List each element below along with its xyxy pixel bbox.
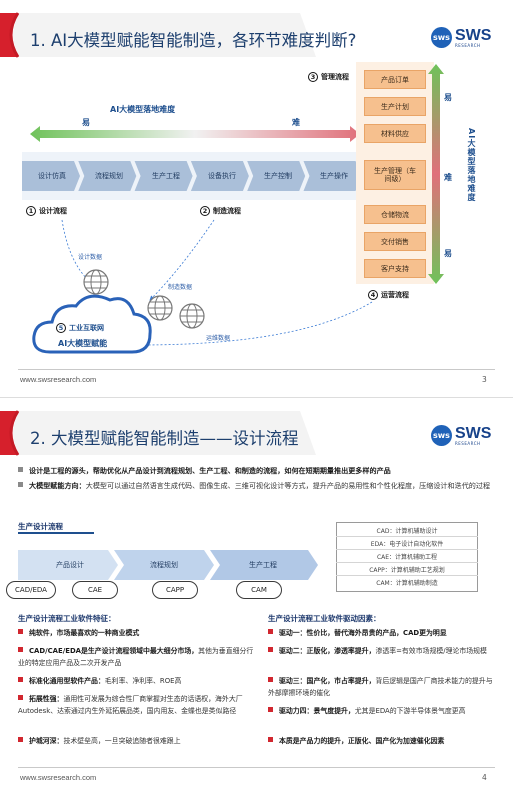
glossary-eda: EDA：电子设计自动化软件 [336, 537, 478, 550]
easy-label: 易 [82, 118, 90, 127]
stage-product-design: 产品设计 [56, 560, 84, 569]
design-data-label: 设计数据 [78, 254, 103, 261]
flow-title-underline [18, 532, 94, 534]
footer-divider [18, 767, 495, 768]
glossary-box [336, 522, 478, 592]
hard-label: 难 [292, 118, 300, 127]
vertical-difficulty-title: AI大模型落地难度 [467, 128, 476, 203]
slide-title: 1. AI大模型赋能智能制造，各环节难度判断? [30, 31, 357, 50]
v-easy-top-label: 易 [444, 93, 452, 102]
difficulty-gradient-arrow [30, 126, 360, 142]
mgmt-delivery-sales: 交付销售 [364, 232, 426, 251]
stage-equipment-execution: 设备执行 [208, 171, 236, 180]
stage-production-engineering: 生产工程 [249, 560, 277, 569]
page-number: 3 [482, 375, 487, 384]
glossary-cad: CAD：计算机辅助设计 [336, 524, 478, 537]
globe-icon [179, 303, 205, 329]
globe-icon [147, 295, 173, 321]
glossary-capp: CAPP：计算机辅助工艺规划 [336, 563, 478, 576]
right-item-1: 驱动一：性价比，替代海外昂贵的产品，CAD更为明显 [268, 628, 494, 640]
process-chevron [78, 161, 137, 191]
number-4-icon: 4 [368, 290, 378, 300]
vertical-difficulty-arrow [428, 64, 444, 284]
tool-cae: CAE [72, 581, 118, 599]
footer-divider [18, 369, 495, 370]
cloud-icon [32, 294, 152, 354]
process-chevron [134, 161, 193, 191]
left-item-3: 标准化通用型软件产品：毛利率、净利率、ROE高 [18, 676, 254, 688]
bullet-2: 大模型赋能方向：大模型可以通过自然语言生成代码、图像生成、三维可视化设计等方式，… [18, 480, 496, 492]
number-2-icon: 2 [200, 206, 210, 216]
manufacture-data-label: 制造数据 [168, 284, 193, 291]
tool-cad-eda: CAD/EDA [6, 581, 56, 599]
left-item-1: 纯软件，市场最喜欢的一种商业模式 [18, 628, 254, 640]
v-hard-label: 难 [444, 173, 452, 182]
cloud-line-2: AI大模型赋能 [58, 339, 108, 348]
stage-production-control: 生产控制 [264, 171, 292, 180]
mgmt-warehouse-logistics: 仓储物流 [364, 205, 426, 224]
tool-capp: CAPP [152, 581, 198, 599]
process-chevron [303, 161, 362, 191]
right-item-2: 驱动二：正版化，渗透率提升，渗透率=有效市场规模/理论市场规模 [268, 646, 494, 658]
sws-logo-icon: sws [431, 27, 452, 48]
stage-production-engineering: 生产工程 [152, 171, 180, 180]
mgmt-customer-support: 客户支持 [364, 259, 426, 278]
operation-data-label: 运维数据 [206, 335, 231, 342]
right-item-3: 驱动三：国产化，市占率提升，背后逻辑是国产厂商技术能力的提升与外部摩擦环境的催化 [268, 677, 493, 697]
stage-production-operation: 生产操作 [320, 171, 348, 180]
process-chevron [190, 161, 249, 191]
flow-title: 生产设计流程 [18, 522, 63, 531]
glossary-cam: CAM：计算机辅助制造 [376, 580, 438, 587]
process-chevron [22, 161, 80, 191]
tool-cam: CAM [236, 581, 282, 599]
right-item-5: 本质是产品力的提升，正版化、国产化为加速催化因素 [268, 736, 494, 748]
number-5-icon: 5 [56, 323, 66, 333]
process-chevron [247, 161, 306, 191]
right-item-4: 驱动力四：景气度提升，尤其是EDA的下游半导体景气度更高 [268, 706, 494, 718]
left-item-2: CAD/CAE/EDA是生产设计流程领域中最大细分市场，其他为垂直细分行业的特定… [18, 647, 254, 667]
title-banner-graphic [0, 12, 316, 58]
slide-title: 2. 大模型赋能智能制造——设计流程 [30, 429, 299, 448]
bullet-1: 设计是工程的源头，帮助优化从产品设计到流程规划、生产工程、和制造的流程，如何在短… [18, 465, 496, 477]
right-section-title: 生产设计流程工业软件驱动因素： [268, 614, 381, 623]
stage-process-planning: 流程规划 [150, 560, 178, 569]
slide-separator [0, 397, 513, 398]
process-chevron-graphic [22, 152, 367, 200]
difficulty-chart-title: AI大模型落地难度 [110, 105, 176, 114]
stage-process-planning: 流程规划 [95, 171, 123, 180]
glossary-cae: CAE：计算机辅助工程 [336, 550, 478, 563]
design-flow-chevrons [18, 550, 318, 580]
v-easy-bottom-label: 易 [444, 249, 452, 258]
left-item-4: 拓展性强：通用性可发展为综合性厂商掌握对生态的话语权，海外大厂Autodesk、… [18, 695, 243, 715]
globe-icon [83, 269, 109, 295]
left-item-5: 护城河深：技术壁垒高，一旦突破追随者很难跟上 [18, 736, 254, 748]
number-1-icon: 1 [26, 206, 36, 216]
footer-url: www.swsresearch.com [20, 773, 97, 782]
mgmt-product-order: 产品订单 [364, 70, 426, 89]
footer-url: www.swsresearch.com [20, 375, 97, 384]
number-3-icon: 3 [308, 72, 318, 82]
page-number: 4 [482, 773, 487, 782]
left-section-title: 生产设计流程工业软件特征： [18, 614, 116, 623]
sws-logo-icon: sws [431, 425, 452, 446]
mgmt-production-management: 生产管理（车间级） [364, 160, 426, 190]
title-banner-graphic [0, 410, 316, 456]
mgmt-production-plan: 生产计划 [364, 97, 426, 116]
stage-design-simulation: 设计仿真 [38, 171, 66, 180]
mgmt-material-supply: 材料供应 [364, 124, 426, 143]
